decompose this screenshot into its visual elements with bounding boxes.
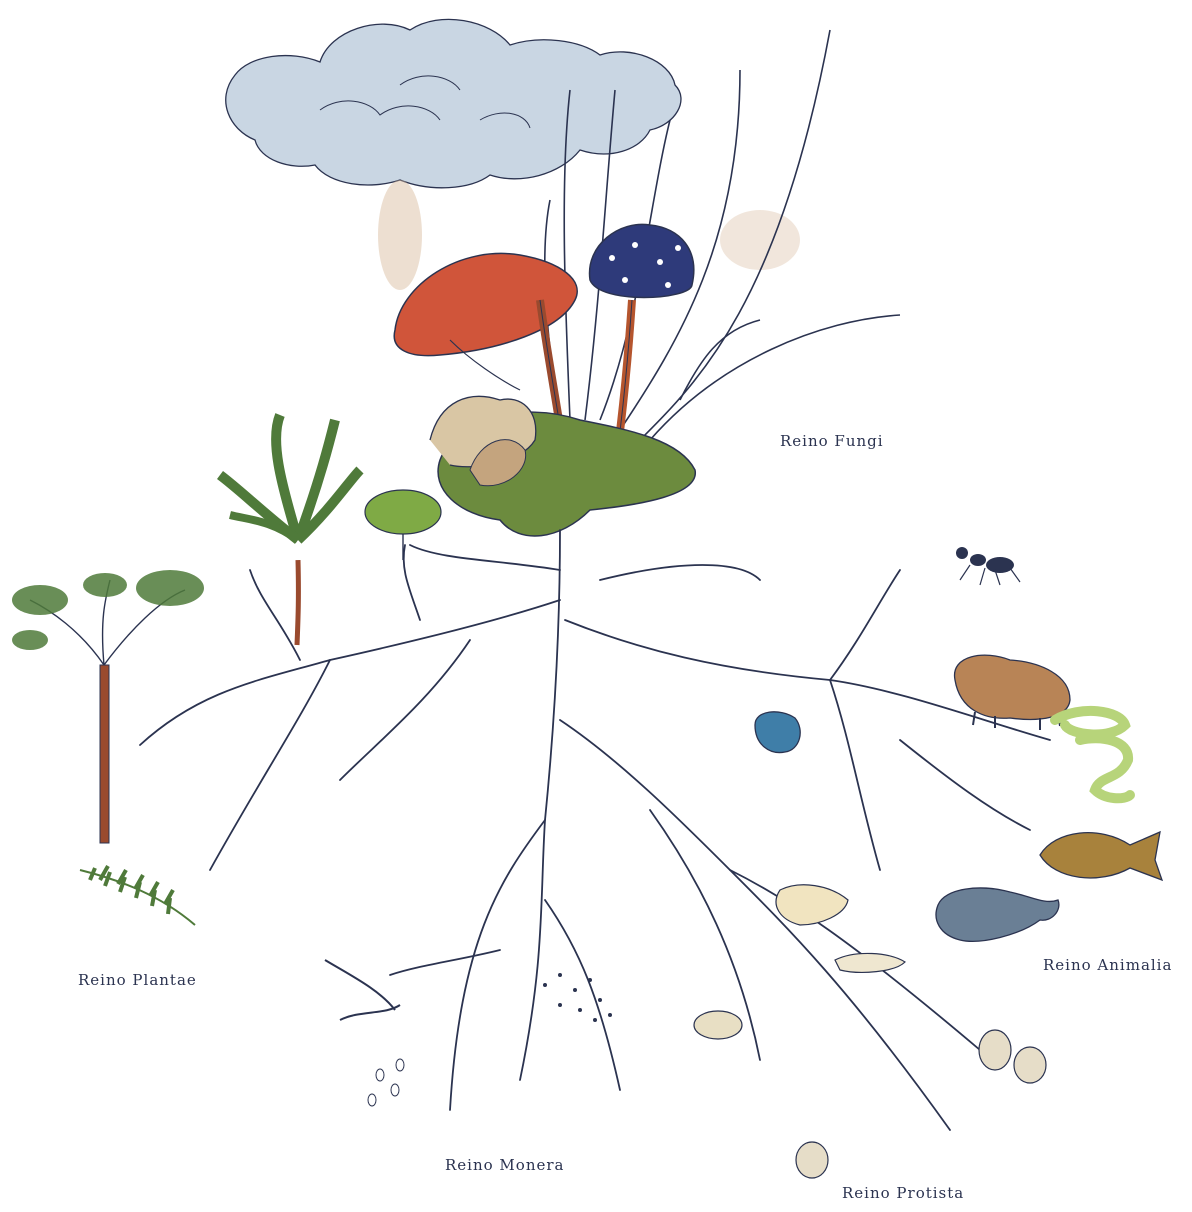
- tree-icon: [12, 570, 204, 843]
- ant-icon: [956, 547, 1020, 585]
- label-reino-animalia: Reino Animalia: [1043, 956, 1172, 974]
- palm-icon: [220, 415, 360, 645]
- snake-icon: [1055, 711, 1130, 798]
- fish-icon: [1040, 832, 1162, 880]
- root-system: [140, 530, 1050, 1130]
- frog-icon: [755, 712, 800, 753]
- manatee-icon: [936, 888, 1059, 941]
- label-reino-protista: Reino Protista: [842, 1184, 964, 1202]
- label-reino-plantae: Reino Plantae: [78, 971, 197, 989]
- label-reino-fungi: Reino Fungi: [780, 432, 884, 450]
- moss-clump-icon: [430, 396, 695, 536]
- bacteria-icon: [325, 960, 612, 1106]
- fern-icon: [80, 866, 195, 925]
- label-reino-monera: Reino Monera: [445, 1156, 564, 1174]
- shrub-icon: [365, 490, 441, 560]
